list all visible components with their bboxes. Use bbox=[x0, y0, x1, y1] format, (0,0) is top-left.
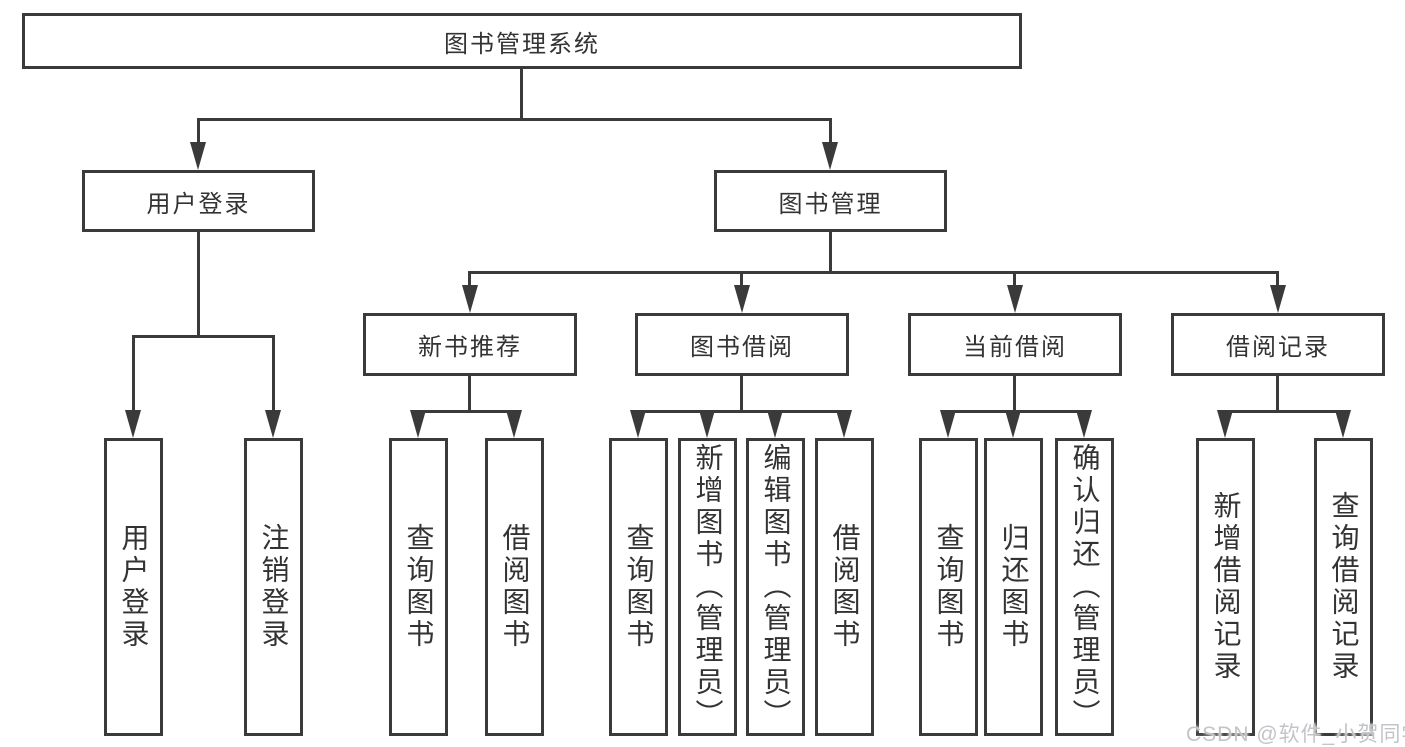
leaf-query-books-borrowing-label: 查询图书 bbox=[623, 523, 655, 651]
arrow-down-icon bbox=[1007, 285, 1023, 313]
leaf-query-books-current: 查询图书 bbox=[919, 438, 978, 736]
leaf-user-login-label: 用户登录 bbox=[118, 523, 150, 651]
connector-line bbox=[829, 118, 832, 145]
connector-line bbox=[637, 410, 846, 413]
connector-line bbox=[1276, 376, 1279, 410]
connector-line bbox=[1013, 271, 1016, 288]
connector-line bbox=[829, 232, 832, 271]
node-user-login-branch: 用户登录 bbox=[82, 170, 315, 232]
node-book-borrowing: 图书借阅 bbox=[635, 313, 849, 376]
leaf-query-borrow-record-label: 查询借阅记录 bbox=[1328, 491, 1360, 683]
arrow-down-icon bbox=[125, 410, 141, 438]
arrow-down-icon bbox=[1270, 285, 1286, 313]
node-current-borrowing: 当前借阅 bbox=[908, 313, 1122, 376]
arrow-down-icon bbox=[836, 410, 852, 438]
connector-line bbox=[1224, 410, 1345, 413]
arrow-down-icon bbox=[630, 410, 646, 438]
arrow-down-icon bbox=[940, 410, 956, 438]
arrow-down-icon bbox=[265, 410, 281, 438]
leaf-borrow-books-borrowing: 借阅图书 bbox=[815, 438, 874, 736]
node-library-system-label: 图书管理系统 bbox=[444, 30, 600, 58]
connector-line bbox=[272, 335, 275, 413]
connector-line bbox=[132, 335, 275, 338]
node-new-book-recommendation-label: 新书推荐 bbox=[418, 334, 522, 361]
leaf-query-books-current-label: 查询图书 bbox=[933, 523, 965, 651]
leaf-logout-label: 注销登录 bbox=[258, 523, 290, 651]
node-borrowing-records-label: 借阅记录 bbox=[1226, 334, 1330, 361]
arrow-down-icon bbox=[734, 285, 750, 313]
connector-line bbox=[197, 118, 200, 145]
arrow-down-icon bbox=[1076, 410, 1092, 438]
connector-line bbox=[468, 271, 1279, 274]
arrow-down-icon bbox=[410, 410, 426, 438]
arrow-down-icon bbox=[462, 285, 478, 313]
arrow-down-icon bbox=[1005, 410, 1021, 438]
arrow-down-icon bbox=[822, 142, 838, 170]
arrow-down-icon bbox=[1335, 410, 1351, 438]
connector-line bbox=[197, 232, 200, 335]
leaf-confirm-return-admin-label: 确认归还（管理员） bbox=[1069, 443, 1101, 731]
leaf-query-borrow-record: 查询借阅记录 bbox=[1314, 438, 1373, 736]
connector-line bbox=[417, 410, 516, 413]
arrow-down-icon bbox=[506, 410, 522, 438]
leaf-add-books-admin-label: 新增图书（管理员） bbox=[692, 443, 724, 731]
leaf-return-books: 归还图书 bbox=[984, 438, 1043, 736]
leaf-borrow-books-borrowing-label: 借阅图书 bbox=[829, 523, 861, 651]
node-user-login-branch-label: 用户登录 bbox=[146, 190, 251, 218]
node-current-borrowing-label: 当前借阅 bbox=[963, 334, 1067, 361]
connector-line bbox=[132, 335, 135, 413]
node-library-system: 图书管理系统 bbox=[22, 13, 1022, 69]
leaf-query-books-borrowing: 查询图书 bbox=[609, 438, 668, 736]
node-book-management: 图书管理 bbox=[714, 170, 947, 232]
connector-line bbox=[468, 376, 471, 410]
node-new-book-recommendation: 新书推荐 bbox=[363, 313, 577, 376]
connector-line bbox=[468, 271, 471, 288]
leaf-borrow-books-recommend-label: 借阅图书 bbox=[499, 523, 531, 651]
leaf-query-books-recommend-label: 查询图书 bbox=[403, 523, 435, 651]
connector-line bbox=[1276, 271, 1279, 288]
node-borrowing-records: 借阅记录 bbox=[1171, 313, 1385, 376]
leaf-add-borrow-record: 新增借阅记录 bbox=[1196, 438, 1255, 736]
leaf-add-books-admin: 新增图书（管理员） bbox=[678, 438, 737, 736]
arrow-down-icon bbox=[1217, 410, 1233, 438]
leaf-edit-books-admin-label: 编辑图书（管理员） bbox=[760, 443, 792, 731]
arrow-down-icon bbox=[190, 142, 206, 170]
connector-line bbox=[740, 271, 743, 288]
connector-line bbox=[1013, 376, 1016, 410]
watermark-text: CSDN @软件_小贺同学 bbox=[1186, 723, 1405, 746]
leaf-query-books-recommend: 查询图书 bbox=[389, 438, 448, 736]
arrow-down-icon bbox=[767, 410, 783, 438]
arrow-down-icon bbox=[699, 410, 715, 438]
node-book-management-label: 图书管理 bbox=[778, 190, 883, 218]
leaf-edit-books-admin: 编辑图书（管理员） bbox=[746, 438, 805, 736]
connector-line bbox=[740, 376, 743, 410]
leaf-return-books-label: 归还图书 bbox=[998, 523, 1030, 651]
leaf-borrow-books-recommend: 借阅图书 bbox=[485, 438, 544, 736]
node-book-borrowing-label: 图书借阅 bbox=[690, 334, 794, 361]
leaf-add-borrow-record-label: 新增借阅记录 bbox=[1210, 491, 1242, 683]
leaf-logout: 注销登录 bbox=[244, 438, 303, 736]
connector-line bbox=[197, 118, 832, 121]
connector-line bbox=[520, 69, 523, 118]
leaf-confirm-return-admin: 确认归还（管理员） bbox=[1055, 438, 1114, 736]
leaf-user-login: 用户登录 bbox=[104, 438, 163, 736]
